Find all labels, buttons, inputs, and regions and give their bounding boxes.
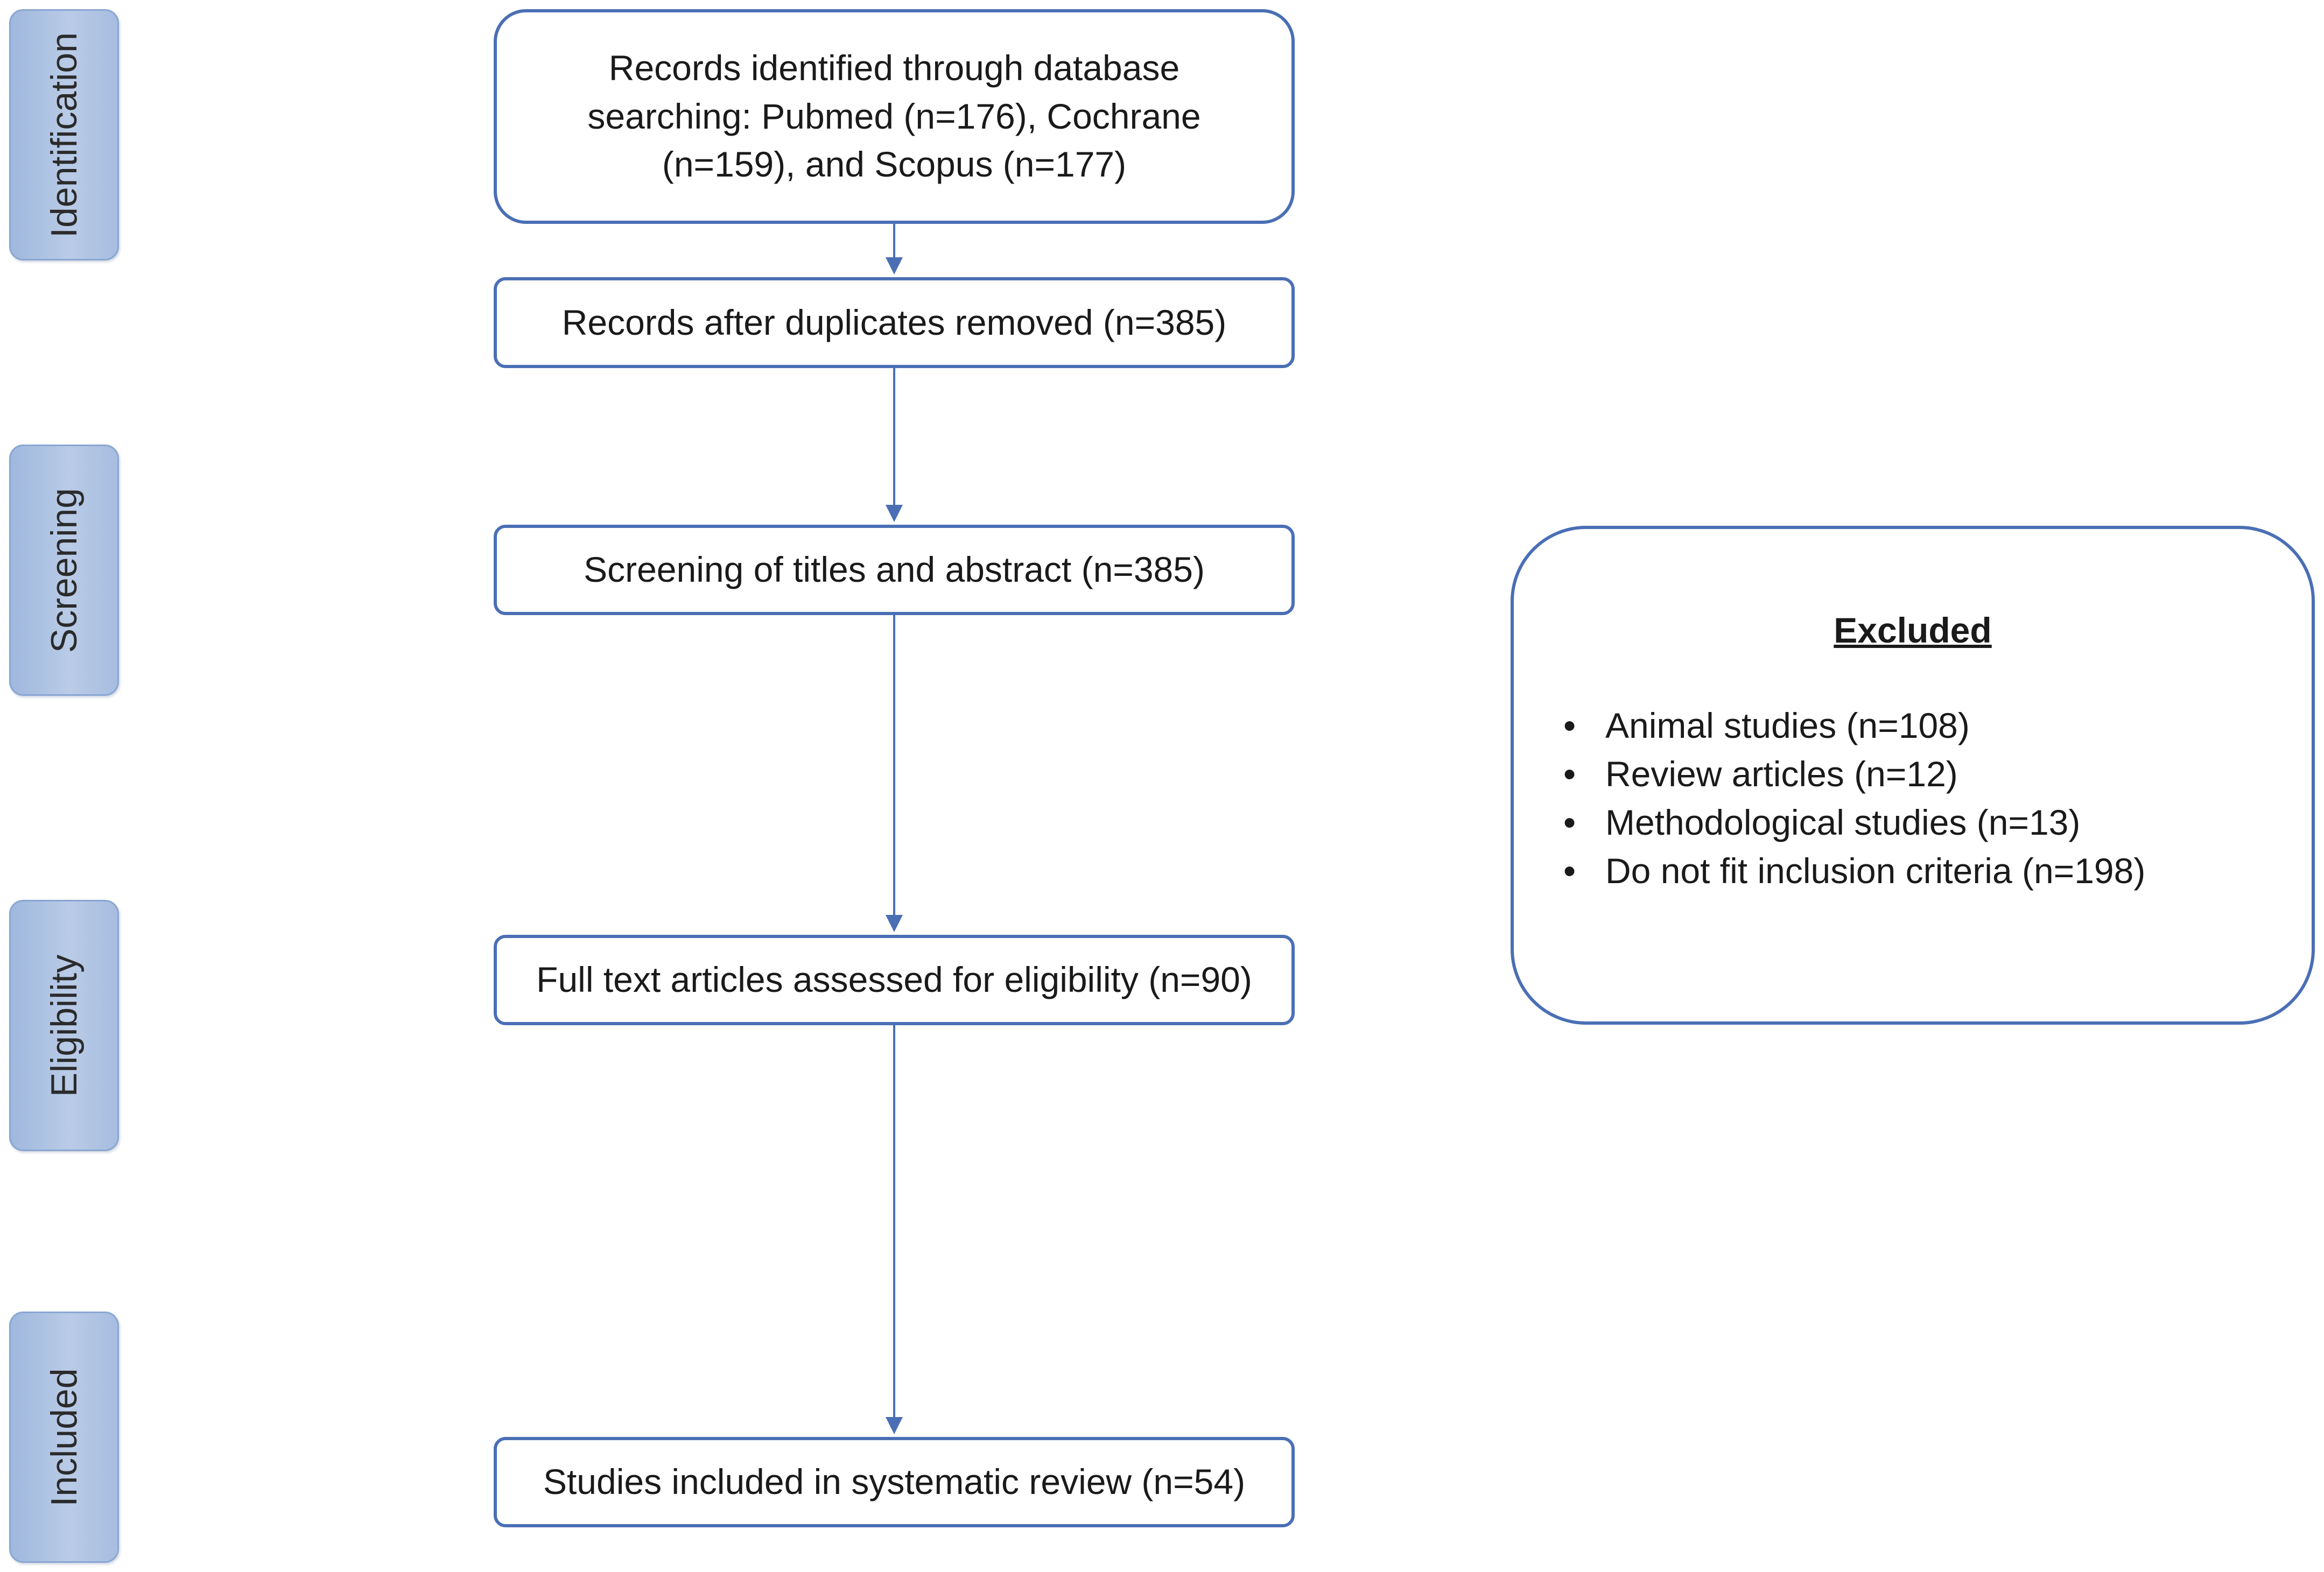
- box-included: Studies included in systematic review (n…: [494, 1437, 1295, 1527]
- list-item: • Animal studies (n=108): [1514, 701, 2145, 750]
- box-text: Records after duplicates removed (n=385): [561, 302, 1227, 342]
- box-text: Full text articles assessed for eligibil…: [536, 960, 1252, 1000]
- box-records-identified: Records identified through database sear…: [494, 9, 1295, 224]
- bullet-icon: •: [1563, 706, 1576, 745]
- box-full-text: Full text articles assessed for eligibil…: [494, 935, 1295, 1025]
- excluded-list: • Animal studies (n=108) • Review articles…: [1514, 701, 2145, 895]
- box-text: Records identified through database sear…: [587, 47, 1201, 185]
- list-item: • Methodological studies (n=13): [1514, 798, 2145, 847]
- box-duplicates-removed: Records after duplicates removed (n=385): [494, 277, 1295, 368]
- stage-identification: Identification: [9, 9, 119, 260]
- bullet-icon: •: [1563, 802, 1576, 842]
- box-screening: Screening of titles and abstract (n=385): [494, 525, 1295, 615]
- stage-screening: Screening: [9, 445, 119, 696]
- bullet-icon: •: [1563, 754, 1576, 794]
- excluded-title: Excluded: [1834, 610, 1992, 650]
- list-item-text: Do not fit inclusion criteria (n=198): [1605, 851, 2146, 891]
- bullet-icon: •: [1563, 851, 1576, 891]
- box-excluded: Excluded • Animal studies (n=108) • Review…: [1511, 526, 2315, 1025]
- box-text: Studies included in systematic review (n…: [543, 1462, 1246, 1502]
- list-item-text: Animal studies (n=108): [1605, 706, 1970, 745]
- list-item: • Do not fit inclusion criteria (n=198): [1514, 847, 2145, 895]
- stage-included: Included: [9, 1312, 119, 1563]
- list-item-text: Review articles (n=12): [1605, 754, 1958, 794]
- list-item-text: Methodological studies (n=13): [1605, 802, 2081, 842]
- box-text: Screening of titles and abstract (n=385): [584, 549, 1205, 590]
- stage-eligibility: Eligibility: [9, 900, 119, 1151]
- list-item: • Review articles (n=12): [1514, 750, 2145, 798]
